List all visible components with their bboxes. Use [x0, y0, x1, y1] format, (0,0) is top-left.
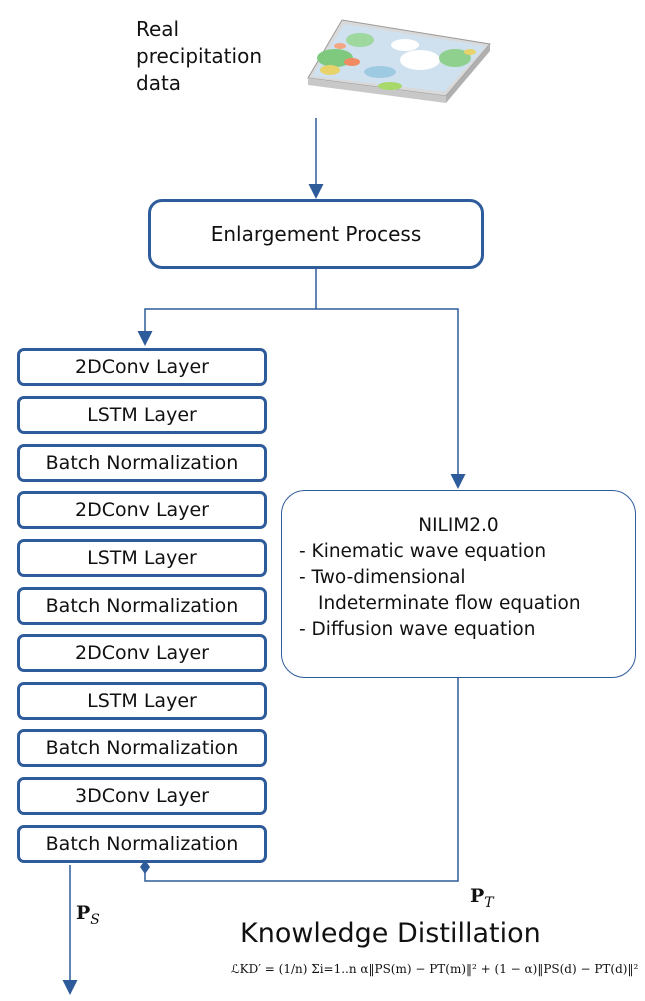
source-label-line: data: [136, 71, 182, 95]
precipitation-data-image: [307, 19, 491, 103]
student-layer: Batch Normalization: [17, 825, 267, 863]
layer-label: Batch Normalization: [45, 595, 239, 617]
layer-label: Batch Normalization: [45, 833, 239, 855]
student-layer: 2DConv Layer: [17, 634, 267, 672]
teacher-output-subscript: T: [484, 894, 494, 911]
teacher-output-label: PT: [470, 885, 494, 911]
arrow-to-student: [137, 308, 316, 346]
student-output-label: PS: [76, 902, 100, 928]
source-label-line: Real: [136, 17, 180, 41]
teacher-equation-item: - Diffusion wave equation: [299, 619, 536, 640]
teacher-model-title: NILIM2.0: [418, 515, 499, 536]
student-layer: Batch Normalization: [17, 729, 267, 767]
enlargement-process-label: Enlargement Process: [210, 222, 422, 246]
enlargement-process-box: Enlargement Process: [148, 199, 484, 269]
layer-label: Batch Normalization: [45, 737, 239, 759]
student-output-symbol: P: [76, 902, 91, 924]
layer-label: LSTM Layer: [87, 404, 197, 426]
source-label: Real precipitation data: [136, 16, 262, 97]
student-layer: 2DConv Layer: [17, 491, 267, 529]
student-layer: LSTM Layer: [17, 682, 267, 720]
teacher-equation-item: - Two-dimensional: [299, 567, 466, 588]
student-layer: 2DConv Layer: [17, 348, 267, 386]
layer-label: Batch Normalization: [45, 452, 239, 474]
teacher-equation-item: - Kinematic wave equation: [299, 541, 547, 562]
layer-label: 3DConv Layer: [75, 785, 209, 807]
knowledge-distillation-title: Knowledge Distillation: [240, 918, 541, 949]
distillation-diamond: [140, 860, 150, 874]
teacher-equation-item: Indeterminate flow equation: [318, 593, 581, 614]
layer-label: LSTM Layer: [87, 547, 197, 569]
arrow-to-teacher: [316, 308, 466, 489]
layer-label: 2DConv Layer: [75, 356, 209, 378]
source-label-line: precipitation: [136, 44, 262, 68]
layer-label: LSTM Layer: [87, 690, 197, 712]
distillation-loss-formula: ℒKD′ = (1/n) Σi=1..n α‖PS(m) − PT(m)‖² +…: [231, 962, 639, 976]
student-layer: Batch Normalization: [17, 587, 267, 625]
layer-label: 2DConv Layer: [75, 642, 209, 664]
student-layer: LSTM Layer: [17, 539, 267, 577]
student-layer: 3DConv Layer: [17, 777, 267, 815]
student-layer: Batch Normalization: [17, 444, 267, 482]
teacher-output-symbol: P: [470, 885, 485, 907]
teacher-model-box: NILIM2.0 - Kinematic wave equation - Two…: [281, 490, 636, 678]
student-output-subscript: S: [90, 911, 100, 928]
student-layer: LSTM Layer: [17, 396, 267, 434]
layer-label: 2DConv Layer: [75, 499, 209, 521]
